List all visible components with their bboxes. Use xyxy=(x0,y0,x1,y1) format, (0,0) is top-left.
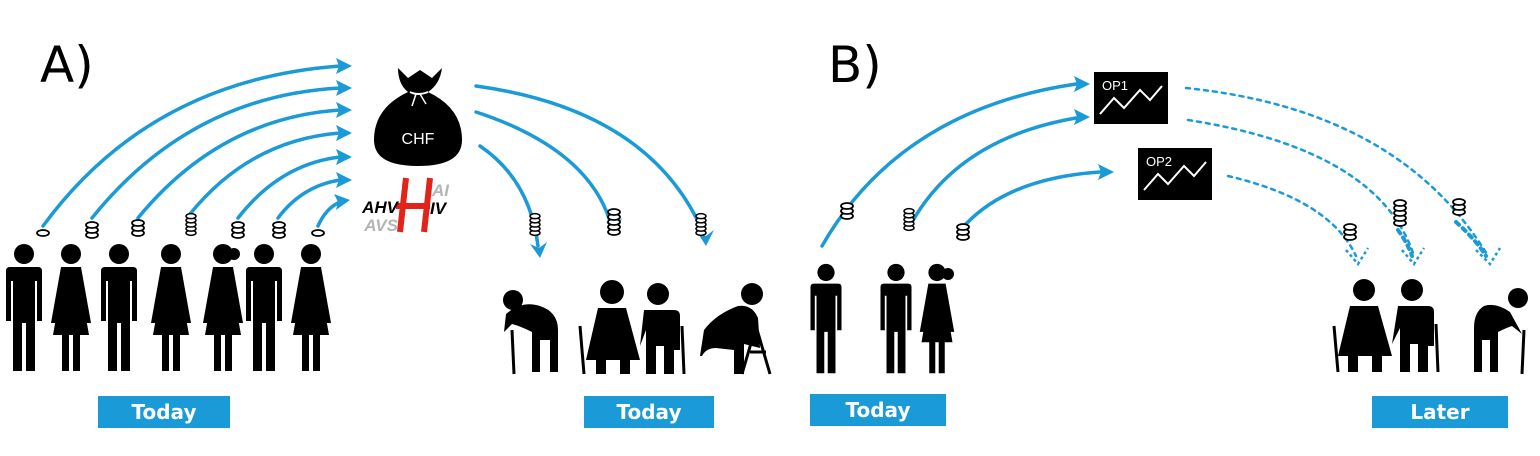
label-panel-a-contributors: Today xyxy=(98,396,230,428)
panel-b-inflow-arrowheads xyxy=(1074,76,1114,180)
coin-single xyxy=(311,229,325,237)
inflow-arrow xyxy=(41,64,342,228)
panel-b-outflow-arrows xyxy=(1184,86,1490,258)
panel-a-retirees xyxy=(503,280,772,375)
outflow-arrow xyxy=(1226,174,1358,258)
outflow-arrow xyxy=(474,84,705,234)
outflow-arrow xyxy=(1184,86,1490,258)
logo-avs: AVS xyxy=(363,216,398,235)
panel-b-retirees xyxy=(1332,279,1528,375)
panel-b-workers xyxy=(810,263,955,374)
inflow-arrow xyxy=(316,200,342,228)
panel-a-workers xyxy=(6,244,331,371)
ahv-logo: AHV AVS AI IV xyxy=(361,177,450,235)
fund-currency: CHF xyxy=(402,131,435,148)
panel-a-pensions xyxy=(529,208,707,237)
inflow-arrow xyxy=(964,170,1102,226)
panel-b-outflow-arrowheads xyxy=(1345,247,1502,267)
inflow-arrow xyxy=(236,155,342,220)
coin-single xyxy=(36,229,50,237)
fund-op2-label: OP2 xyxy=(1146,154,1172,169)
logo-ahv: AHV xyxy=(361,198,400,217)
money-bag-icon xyxy=(374,68,462,166)
outflow-arrow xyxy=(478,144,540,248)
panel-a-inflow-arrows xyxy=(41,64,342,228)
panel-a-outflow-arrows xyxy=(474,84,705,248)
logo-iv: IV xyxy=(430,199,448,218)
panel-b-inflow-arrows xyxy=(820,82,1102,248)
panel-b-contributions xyxy=(840,202,970,241)
inflow-arrow xyxy=(136,108,342,220)
label-panel-b-contributors: Today xyxy=(810,394,946,426)
label-panel-b-recipients: Later xyxy=(1372,396,1508,428)
fund-op1: OP1 xyxy=(1094,72,1168,124)
fund-op2: OP2 xyxy=(1138,148,1212,200)
panel-a-contributions xyxy=(36,212,325,239)
inflow-arrow xyxy=(90,86,342,220)
logo-ai: AI xyxy=(431,181,450,200)
panel-a-outflow-arrowheads xyxy=(530,218,714,258)
panel-b-letter: B) xyxy=(828,36,882,94)
label-panel-a-recipients: Today xyxy=(584,396,714,428)
panel-a-letter: A) xyxy=(40,36,94,94)
outflow-arrow xyxy=(474,110,614,230)
panel-a-inflow-arrowheads xyxy=(334,58,352,210)
outflow-arrow xyxy=(1186,118,1416,258)
inflow-arrow xyxy=(820,82,1078,248)
inflow-arrow xyxy=(276,178,342,220)
inflow-arrow xyxy=(188,131,342,216)
fund-op1-label: OP1 xyxy=(1102,78,1128,93)
inflow-arrow xyxy=(910,116,1078,224)
